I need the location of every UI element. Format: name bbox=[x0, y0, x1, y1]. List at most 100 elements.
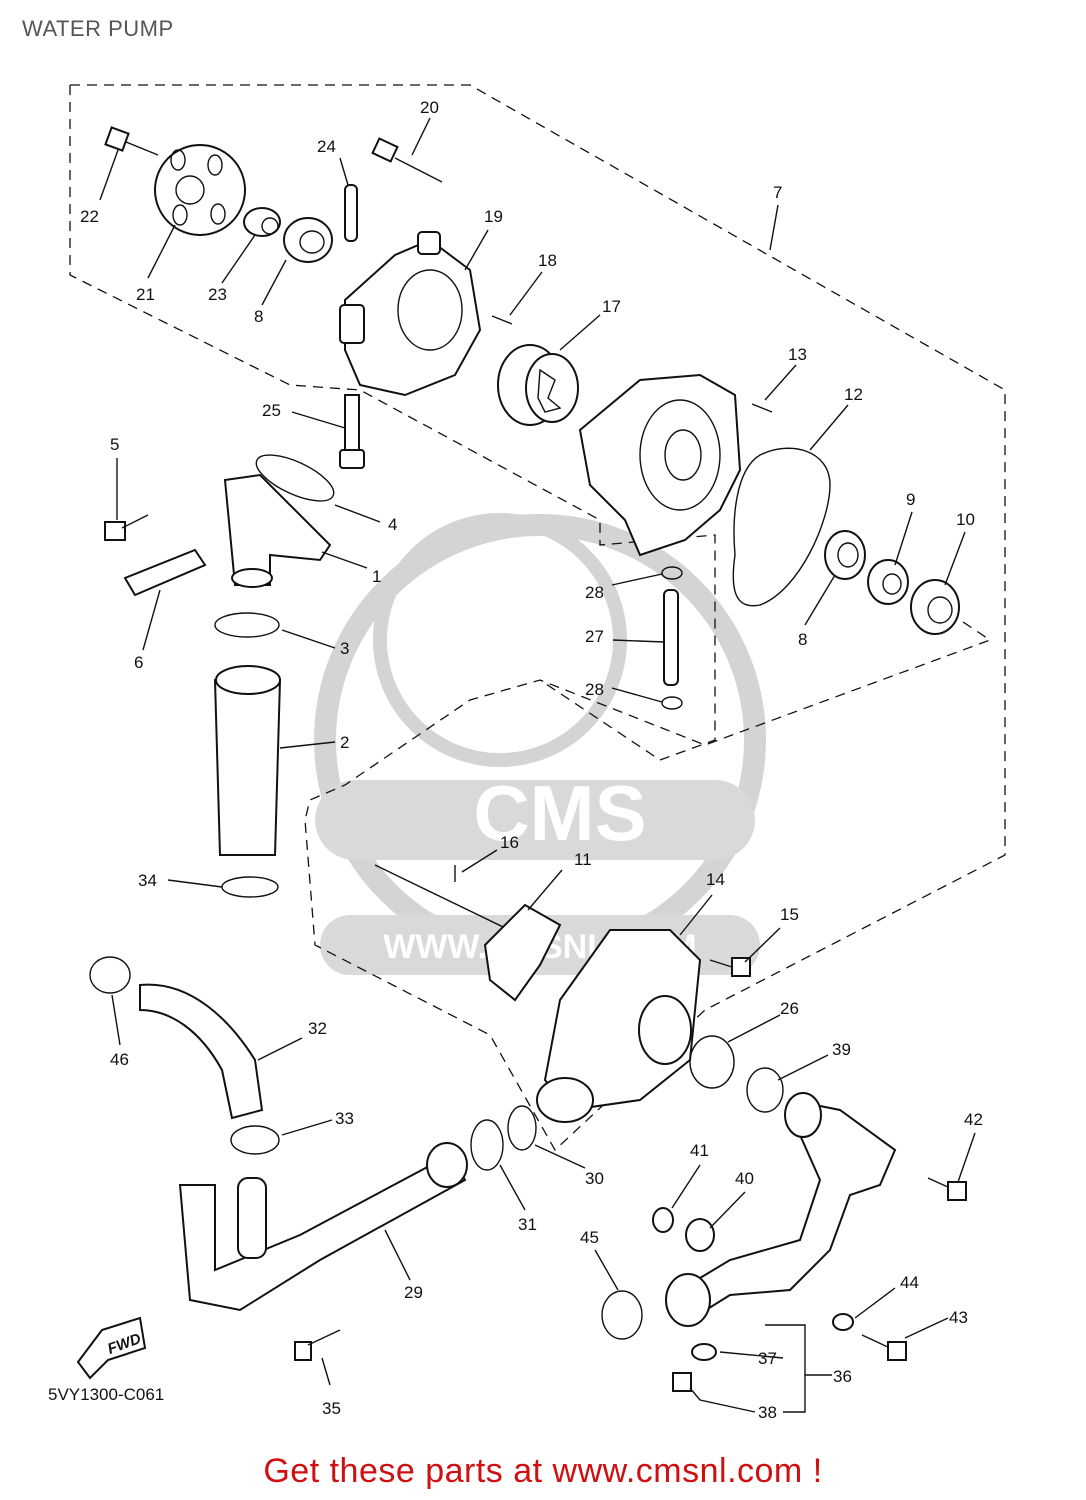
callout-28-bottom: 28 bbox=[585, 680, 604, 699]
callout-21: 21 bbox=[136, 285, 155, 304]
callout-6: 6 bbox=[134, 653, 143, 672]
callout-9: 9 bbox=[906, 490, 915, 509]
pipe-36 bbox=[665, 1092, 897, 1327]
o-ring-31 bbox=[470, 1119, 504, 1171]
callout-8-right: 8 bbox=[798, 630, 807, 649]
callout-1: 1 bbox=[372, 567, 381, 586]
o-ring-26 bbox=[689, 1035, 735, 1089]
rotor-17 bbox=[497, 344, 579, 426]
bolt-42 bbox=[927, 1177, 967, 1201]
fwd-arrow-icon: FWD bbox=[76, 1316, 147, 1380]
pipe-27 bbox=[663, 589, 679, 686]
housing-14 bbox=[536, 929, 702, 1123]
o-ring-28-bottom bbox=[661, 696, 683, 710]
bolt-5 bbox=[104, 514, 149, 541]
callout-37: 37 bbox=[758, 1349, 777, 1368]
clamp-34 bbox=[221, 876, 279, 898]
callout-10: 10 bbox=[956, 510, 975, 529]
bolt-22 bbox=[104, 126, 159, 156]
callout-5: 5 bbox=[110, 435, 119, 454]
callout-46: 46 bbox=[110, 1050, 129, 1069]
pin-24 bbox=[344, 184, 358, 242]
watermark-brand: CMS bbox=[473, 769, 646, 857]
callout-29: 29 bbox=[404, 1283, 423, 1302]
o-ring-4 bbox=[255, 454, 335, 502]
hose-32 bbox=[139, 983, 264, 1120]
plug-38 bbox=[672, 1372, 692, 1392]
fitting-1 bbox=[223, 473, 332, 588]
callout-17: 17 bbox=[602, 297, 621, 316]
callout-20: 20 bbox=[420, 98, 439, 117]
pump-body-19 bbox=[339, 231, 482, 397]
grommet-40 bbox=[685, 1218, 715, 1252]
bolt-20 bbox=[371, 137, 443, 183]
shaft-impeller-11 bbox=[374, 864, 562, 1002]
seal-10 bbox=[910, 579, 960, 635]
bolt-15 bbox=[709, 957, 751, 977]
washer-44 bbox=[832, 1313, 854, 1331]
callout-2: 2 bbox=[340, 733, 349, 752]
callout-19: 19 bbox=[484, 207, 503, 226]
callout-41: 41 bbox=[690, 1141, 709, 1160]
callout-39: 39 bbox=[832, 1040, 851, 1059]
callout-14: 14 bbox=[706, 870, 725, 889]
callout-25: 25 bbox=[262, 401, 281, 420]
bearing-8-top bbox=[283, 217, 333, 263]
bolt-43 bbox=[861, 1334, 907, 1361]
callout-32: 32 bbox=[308, 1019, 327, 1038]
pump-cover bbox=[578, 373, 742, 557]
sprocket bbox=[154, 144, 246, 236]
callout-35: 35 bbox=[322, 1399, 341, 1418]
callout-3: 3 bbox=[340, 639, 349, 658]
o-ring-28-top bbox=[661, 566, 683, 580]
bracket-6 bbox=[123, 548, 207, 597]
callout-7: 7 bbox=[773, 183, 782, 202]
callout-16: 16 bbox=[500, 833, 519, 852]
callout-27: 27 bbox=[585, 627, 604, 646]
callout-15: 15 bbox=[780, 905, 799, 924]
bearing-8-right bbox=[824, 530, 866, 580]
callout-4: 4 bbox=[388, 515, 397, 534]
page-title: WATER PUMP bbox=[22, 16, 174, 41]
washer-9 bbox=[867, 559, 909, 605]
o-ring-39 bbox=[746, 1067, 784, 1113]
footer-link[interactable]: Get these parts at www.cmsnl.com ! bbox=[263, 1452, 823, 1490]
callout-23: 23 bbox=[208, 285, 227, 304]
callout-34: 34 bbox=[138, 871, 157, 890]
bolt-35 bbox=[294, 1329, 341, 1361]
collar-23 bbox=[243, 207, 281, 237]
collar-41 bbox=[652, 1207, 674, 1233]
callout-18: 18 bbox=[538, 251, 557, 270]
bolt-25 bbox=[339, 394, 365, 469]
callout-40: 40 bbox=[735, 1169, 754, 1188]
callout-30: 30 bbox=[585, 1169, 604, 1188]
callout-24: 24 bbox=[317, 137, 336, 156]
gasket-12 bbox=[732, 447, 831, 607]
pin-18 bbox=[491, 315, 513, 325]
pipe-29 bbox=[178, 1142, 468, 1312]
washer-37 bbox=[691, 1343, 717, 1361]
callout-31: 31 bbox=[518, 1215, 537, 1234]
callout-13: 13 bbox=[788, 345, 807, 364]
callout-26: 26 bbox=[780, 999, 799, 1018]
callout-33: 33 bbox=[335, 1109, 354, 1128]
callout-43: 43 bbox=[949, 1308, 968, 1327]
callout-36: 36 bbox=[833, 1367, 852, 1386]
callout-labels: 1 2 3 4 5 6 7 8 8 9 10 11 12 13 14 15 16… bbox=[80, 98, 983, 1422]
clamp-33 bbox=[230, 1125, 280, 1155]
callout-42: 42 bbox=[964, 1110, 983, 1129]
clamp-3 bbox=[214, 612, 280, 638]
hose-2 bbox=[213, 665, 282, 856]
callout-38: 38 bbox=[758, 1403, 777, 1422]
callout-22: 22 bbox=[80, 207, 99, 226]
callout-45: 45 bbox=[580, 1228, 599, 1247]
clamp-45 bbox=[601, 1290, 643, 1340]
clamp-46 bbox=[89, 956, 131, 994]
callout-44: 44 bbox=[900, 1273, 919, 1292]
callout-12: 12 bbox=[844, 385, 863, 404]
callout-11: 11 bbox=[574, 850, 592, 869]
callout-28-top: 28 bbox=[585, 583, 604, 602]
o-ring-30 bbox=[507, 1105, 537, 1151]
pin-13 bbox=[751, 403, 773, 413]
